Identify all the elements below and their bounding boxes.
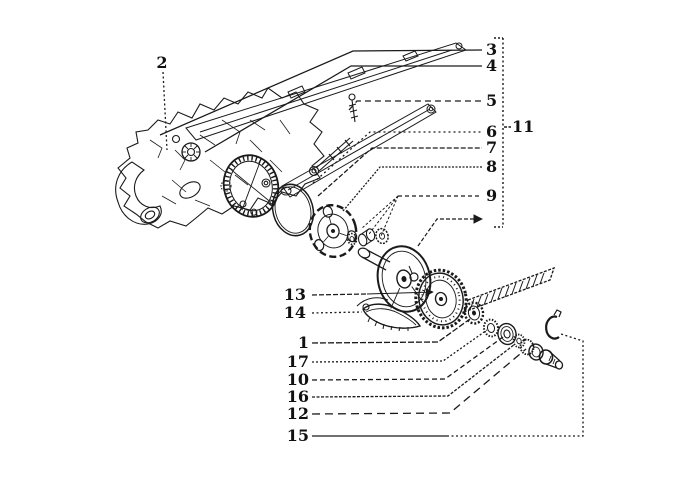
circlip bbox=[545, 309, 562, 340]
leader-13-arrow bbox=[366, 288, 434, 297]
kick-boss-inner bbox=[144, 210, 156, 220]
leader-4 bbox=[204, 65, 482, 153]
o-ring-gasket bbox=[271, 183, 315, 237]
leader-2 bbox=[162, 71, 168, 151]
starter-boss bbox=[179, 181, 201, 199]
starter-pinion bbox=[181, 142, 201, 162]
callout-label-13: 13 bbox=[284, 285, 306, 304]
cover-stud-and-spring bbox=[308, 93, 359, 177]
leader-3 bbox=[159, 49, 483, 136]
pulley-pin bbox=[409, 272, 419, 282]
callout-labels: 2 11 3 4 5 6 7 8 9 13 14 1 17 10 16 12 1… bbox=[156, 40, 534, 445]
small-splined-washer bbox=[512, 333, 526, 349]
pulley-shaft bbox=[357, 247, 391, 271]
callout-label-11: 11 bbox=[512, 117, 534, 136]
leader-10 bbox=[311, 336, 504, 381]
bolt-c bbox=[220, 180, 232, 192]
callout-label-12: 12 bbox=[287, 404, 309, 423]
leader-17 bbox=[311, 329, 488, 363]
leader-12 bbox=[311, 348, 527, 415]
ramp-shoe-pair bbox=[356, 297, 422, 332]
spacer-bushing-set bbox=[346, 227, 389, 247]
transmission-cover-duct bbox=[185, 42, 468, 141]
bearing-ring bbox=[497, 322, 517, 346]
callout-label-15: 15 bbox=[287, 426, 309, 445]
callout-label-8: 8 bbox=[486, 157, 497, 176]
ramp-shoe bbox=[362, 303, 422, 329]
pulley-nut-assembly bbox=[519, 338, 564, 370]
callout-label-17: 17 bbox=[287, 352, 309, 371]
leader-5 bbox=[348, 100, 482, 111]
leader-7 bbox=[317, 147, 482, 197]
callout-label-16: 16 bbox=[287, 387, 309, 406]
callout-label-5: 5 bbox=[486, 91, 497, 110]
bolt-b-inner bbox=[263, 180, 269, 186]
front-pulley-half bbox=[357, 245, 432, 313]
pinion-gear bbox=[463, 301, 485, 325]
callout-label-4: 4 bbox=[486, 56, 497, 75]
kick-boss bbox=[140, 206, 160, 224]
callout-label-3: 3 bbox=[486, 40, 497, 59]
kickstart-lever bbox=[115, 161, 162, 225]
callout-label-1: 1 bbox=[298, 333, 309, 352]
leader-15-dotted bbox=[447, 333, 584, 437]
crankcase-outline bbox=[117, 87, 325, 229]
leader-16 bbox=[311, 343, 516, 398]
crankcase-ring-gear-opening bbox=[222, 154, 280, 218]
callout-label-2: 2 bbox=[156, 53, 167, 72]
variator-roller-plate bbox=[308, 203, 358, 259]
shoe-teeth bbox=[367, 316, 409, 332]
bolt-b bbox=[261, 178, 271, 188]
bolt-a bbox=[171, 134, 181, 144]
callout-label-9: 9 bbox=[486, 186, 497, 205]
group-bracket-11 bbox=[494, 37, 511, 228]
fixed-pulley-ring-gear bbox=[414, 268, 468, 330]
leader-9-fan bbox=[360, 195, 399, 237]
cover-strip bbox=[280, 103, 437, 198]
leader-13 bbox=[311, 293, 368, 296]
leader-1 bbox=[311, 318, 471, 344]
callout-label-14: 14 bbox=[284, 303, 306, 322]
belt-cogs bbox=[469, 272, 545, 311]
callout-label-7: 7 bbox=[486, 138, 497, 157]
callout-label-6: 6 bbox=[486, 122, 497, 141]
leader-6 bbox=[312, 131, 482, 184]
callout-label-10: 10 bbox=[287, 370, 309, 389]
drive-belt bbox=[462, 266, 556, 314]
splined-washer bbox=[482, 318, 500, 338]
ramp-shoe-outline bbox=[356, 297, 389, 307]
leader-14 bbox=[311, 311, 363, 314]
leader-8 bbox=[342, 166, 482, 212]
group-arrow-leader bbox=[417, 214, 483, 247]
